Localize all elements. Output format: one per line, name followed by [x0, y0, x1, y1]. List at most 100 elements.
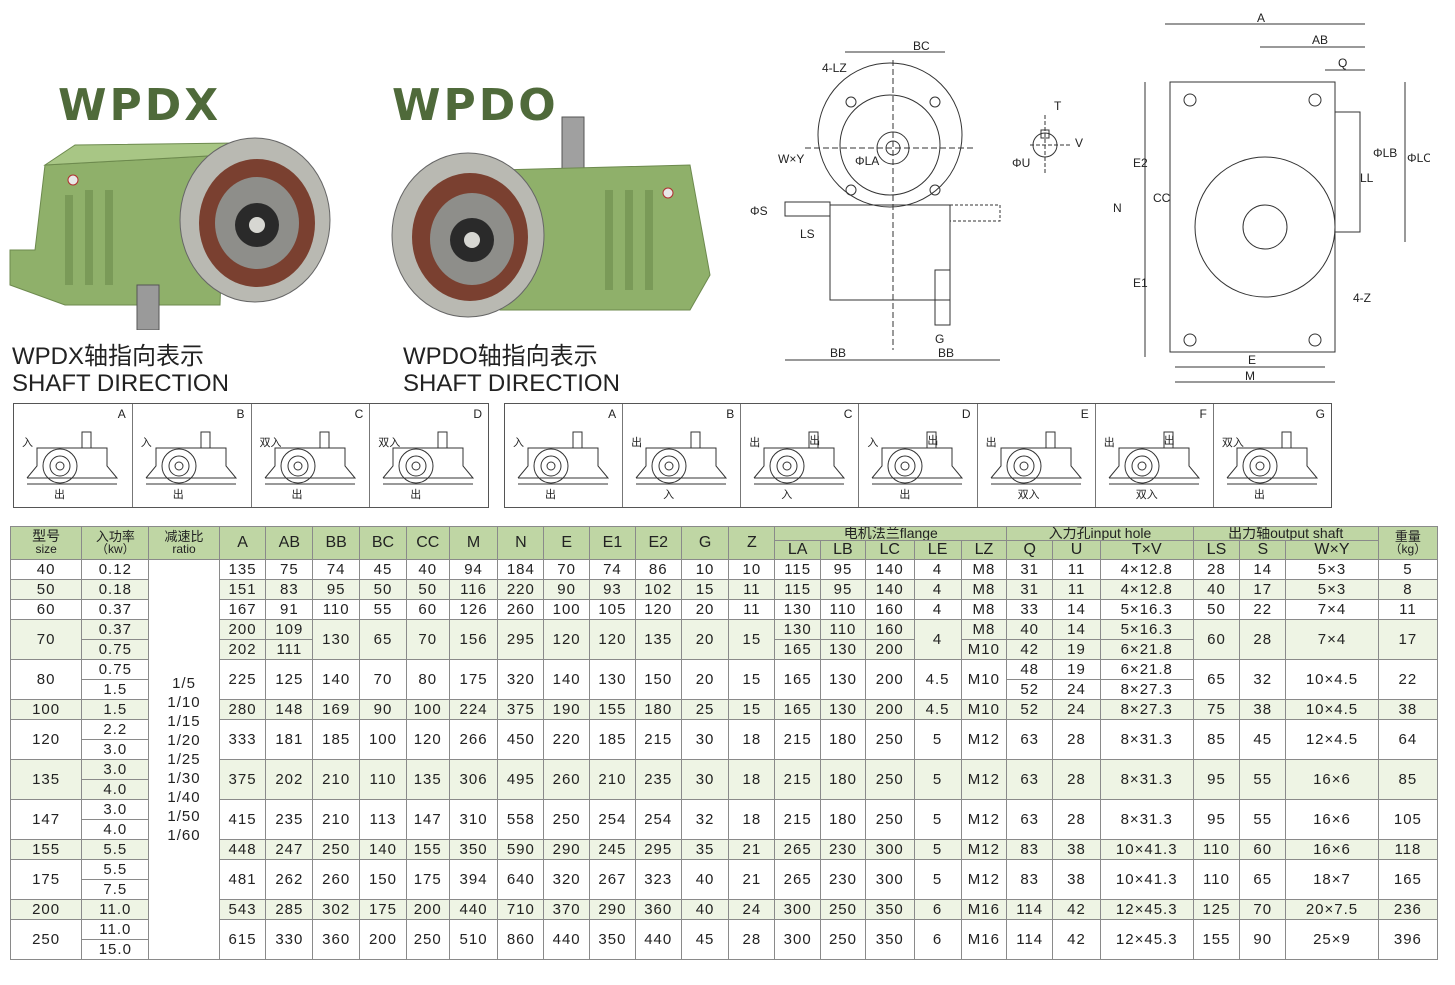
table-cell: 17 [1377, 619, 1439, 660]
direction-letter: B [726, 407, 735, 421]
table-cell: 120 [405, 719, 450, 760]
table-cell: 265 [774, 859, 822, 900]
table-cell: 3.0 [81, 759, 150, 780]
table-cell: 6 [913, 899, 962, 920]
direction-label: 双入 [1135, 488, 1158, 501]
table-cell: 40 [1192, 579, 1241, 600]
table-cell: 111 [265, 639, 314, 660]
table-cell: 5 [913, 839, 962, 860]
table-cell: 30 [680, 719, 730, 760]
q-label: Q [1338, 56, 1347, 70]
table-cell: 60 [1239, 839, 1287, 860]
table-cell: 202 [218, 639, 267, 660]
header-le: LE [913, 540, 962, 560]
table-cell: M8 [960, 559, 1008, 580]
table-cell: 333 [218, 719, 267, 760]
table-cell: 12×45.3 [1099, 899, 1194, 920]
table-cell: 5×3 [1285, 579, 1379, 600]
table-cell: 5 [913, 859, 962, 900]
table-cell: 5.5 [81, 859, 150, 880]
table-cell: 250 [864, 719, 915, 760]
table-cell: 102 [634, 579, 682, 600]
gearbox-outline-icon [872, 431, 964, 485]
table-cell: 5 [913, 719, 962, 760]
direction-label: 双入 [259, 436, 282, 449]
table-cell: 40 [1006, 619, 1054, 640]
table-cell: 60 [405, 599, 450, 620]
table-cell: 14 [1052, 619, 1101, 640]
direction-label: 出 [631, 436, 643, 449]
table-cell: 5 [913, 799, 962, 840]
table-cell: 350 [864, 919, 915, 960]
table-cell: 266 [448, 719, 499, 760]
table-cell: 360 [634, 899, 682, 920]
table-cell: 250 [864, 799, 915, 840]
table-cell: 93 [589, 579, 636, 600]
table-cell: 28 [1192, 559, 1241, 580]
table-cell: 200 [9, 899, 83, 920]
table-cell: 135 [634, 619, 682, 660]
table-cell: 3.0 [81, 799, 150, 820]
table-cell: 360 [312, 919, 361, 960]
ratio-value: 1/60 [167, 827, 201, 844]
table-cell: 18×7 [1285, 859, 1379, 900]
table-cell: 15 [728, 699, 776, 720]
table-cell: 74 [589, 559, 636, 580]
direction-letter: B [236, 407, 245, 421]
table-cell: 100 [9, 699, 83, 720]
table-cell: 38 [1239, 699, 1287, 720]
table-cell: 70 [405, 619, 450, 660]
header-g: G [680, 526, 730, 560]
table-cell: 290 [589, 899, 636, 920]
table-cell: 260 [497, 599, 545, 620]
table-cell: 25 [680, 699, 730, 720]
direction-label: 出 [291, 488, 303, 501]
table-cell: 155 [9, 839, 83, 860]
wpdo-caption: WPDO轴指向表示 SHAFT DIRECTION [403, 343, 620, 397]
v-label: V [1075, 136, 1083, 150]
table-cell: 100 [405, 699, 450, 720]
table-cell: 115 [774, 559, 822, 580]
table-cell: 85 [1377, 759, 1439, 800]
table-cell: 120 [634, 599, 682, 620]
direction-label: 入 [22, 436, 33, 449]
table-cell: 440 [448, 899, 499, 920]
bb-left-label: BB [830, 346, 846, 360]
table-cell: 330 [265, 919, 314, 960]
table-cell: 181 [265, 719, 314, 760]
bb-right-label: BB [938, 346, 954, 360]
table-cell: 440 [634, 919, 682, 960]
ls-label: LS [800, 227, 815, 241]
front-view-drawing: BC 4-LZ W×Y ΦLA ΦS LS BB BB G [750, 39, 1001, 361]
direction-label: 入 [513, 436, 524, 449]
direction-label: 双入 [378, 436, 401, 449]
table-cell: 200 [864, 639, 915, 660]
direction-letter: E [1080, 407, 1089, 421]
table-cell: 180 [634, 699, 682, 720]
table-cell: 165 [774, 659, 822, 700]
table-row: 7.5 [11, 879, 1438, 900]
header-weight: 重量（kg） [1377, 526, 1439, 560]
header-e: E [543, 526, 591, 560]
wpdx-gearbox-photo [9, 137, 331, 330]
table-cell: 130 [774, 619, 822, 640]
table-cell: 11 [1052, 579, 1101, 600]
table-cell: 80 [405, 659, 450, 700]
direction-label: 入 [663, 488, 675, 501]
header-e2: E2 [634, 526, 682, 560]
table-cell: 155 [405, 839, 450, 860]
table-cell: 45 [680, 919, 730, 960]
table-cell: 254 [634, 799, 682, 840]
table-cell: 19 [1052, 659, 1101, 680]
